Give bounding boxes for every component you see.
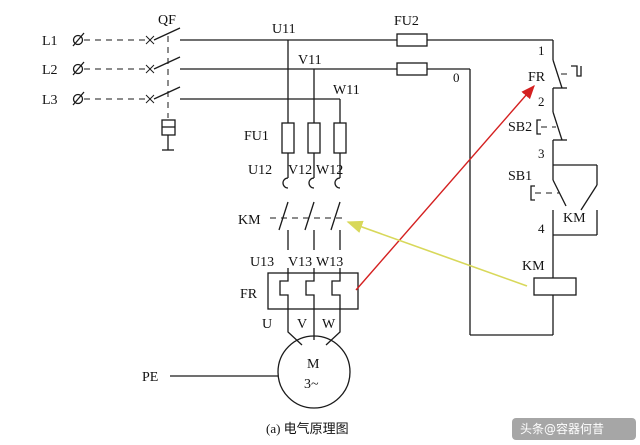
contactor-KM-main: U12 V12 W12 KM U13 V13 W13 [238, 163, 345, 270]
main-buses: U11 V11 W11 [180, 22, 553, 100]
label-FU1: FU1 [244, 129, 269, 144]
power-input: L1 L2 L3 [42, 32, 148, 108]
label-SB2: SB2 [508, 120, 532, 135]
thermal-relay-FR-main: FR [240, 268, 359, 310]
label-U: U [262, 317, 272, 332]
figure-caption: (a) 电气原理图 [266, 421, 349, 436]
motor-M: U V W M 3~ PE [142, 309, 351, 409]
terminal-L1 [72, 32, 85, 47]
label-L3: L3 [42, 93, 58, 108]
label-FU2: FU2 [394, 14, 419, 29]
km-coil [533, 277, 577, 296]
label-V11: V11 [298, 53, 322, 68]
label-L1: L1 [42, 34, 58, 49]
label-FR-ctrl: FR [528, 70, 546, 85]
label-PE: PE [142, 370, 158, 385]
fuse-FU2: FU2 0 [394, 14, 460, 85]
label-W: W [322, 317, 336, 332]
motor-label-M: M [307, 357, 320, 372]
yellow-annotation-arrow [346, 220, 528, 287]
label-node-3: 3 [538, 146, 545, 161]
label-U13: U13 [250, 255, 274, 270]
label-W12: W12 [316, 163, 343, 178]
label-W13: W13 [316, 255, 343, 270]
watermark-text: 头条@容器何昔 [520, 421, 604, 436]
red-annotation-arrow [355, 84, 535, 291]
label-node-1: 1 [538, 43, 545, 58]
terminal-L2 [72, 61, 85, 76]
label-V: V [297, 317, 307, 332]
label-KM-main: KM [238, 213, 261, 228]
label-KM-coil: KM [522, 259, 545, 274]
control-circuit: 1 FR 2 SB2 3 SB1 KM 4 KM [469, 40, 598, 336]
label-node-4: 4 [538, 221, 545, 236]
watermark: 头条@容器何昔 [512, 418, 636, 440]
terminal-L3 [72, 91, 85, 106]
label-node-2: 2 [538, 94, 545, 109]
label-U11: U11 [272, 22, 296, 37]
label-V12: V12 [288, 163, 312, 178]
label-node-0: 0 [453, 70, 460, 85]
label-SB1: SB1 [508, 169, 532, 184]
fuse-FU1: FU1 [244, 40, 347, 172]
label-FR-main: FR [240, 287, 258, 302]
label-V13: V13 [288, 255, 312, 270]
breaker-QF: QF [145, 13, 181, 151]
label-U12: U12 [248, 163, 272, 178]
label-L2: L2 [42, 63, 58, 78]
label-W11: W11 [333, 83, 360, 98]
motor-label-phase: 3~ [304, 377, 319, 392]
label-KM-aux: KM [563, 211, 586, 226]
label-QF: QF [158, 13, 176, 28]
